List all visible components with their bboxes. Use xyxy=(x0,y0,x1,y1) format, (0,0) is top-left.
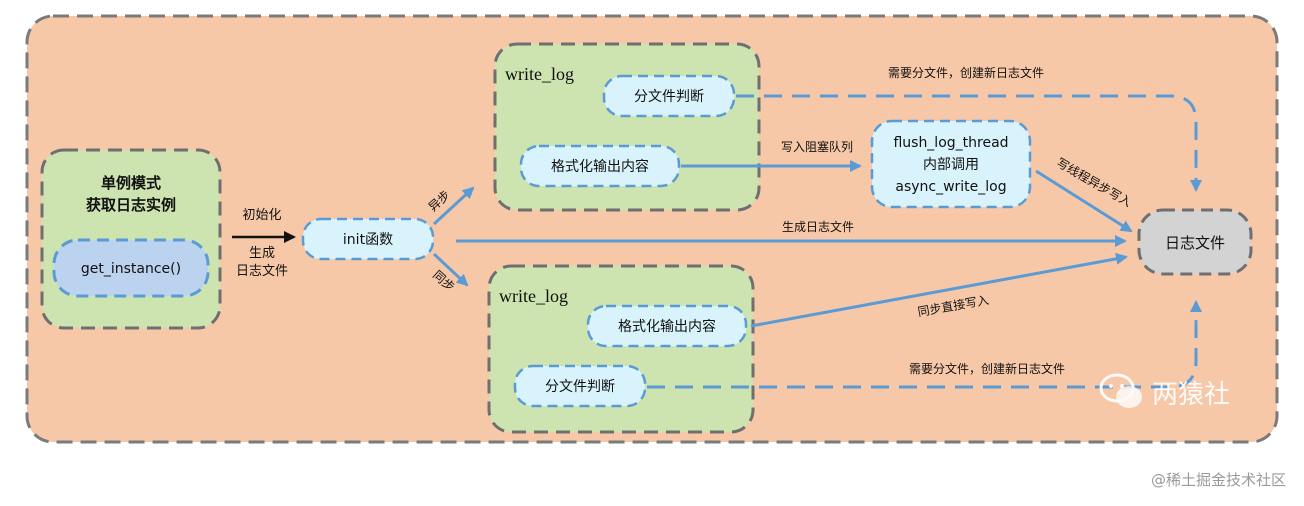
format-output-bottom-label: 格式化输出内容 xyxy=(618,318,716,335)
format-output-top-label: 格式化输出内容 xyxy=(551,158,649,175)
queue-label: 写入阻塞队列 xyxy=(781,139,853,154)
split-path-top xyxy=(736,94,1202,192)
write-log-bottom-title: write_log xyxy=(499,286,568,306)
brand-name: 两猿社 xyxy=(1152,379,1231,410)
thread-write-arrow xyxy=(1035,169,1133,233)
flush-thread-box xyxy=(870,119,1032,209)
get-instance-pill xyxy=(52,238,210,298)
split-check-top-pill xyxy=(602,74,736,118)
singleton-title-2: 获取日志实例 xyxy=(86,196,176,214)
brand-logo: 两猿社 xyxy=(1098,372,1230,412)
log-file-node xyxy=(1137,208,1253,276)
sync-write-arrow xyxy=(750,252,1128,328)
format-output-top-pill xyxy=(519,144,681,188)
split-label-top: 需要分文件，创建新日志文件 xyxy=(888,65,1044,80)
async-arrow xyxy=(432,186,475,226)
flush-line-3: async_write_log xyxy=(895,179,1006,195)
split-label-bottom: 需要分文件，创建新日志文件 xyxy=(909,361,1065,376)
split-check-bottom-pill xyxy=(513,364,647,408)
flush-line-2: 内部调用 xyxy=(923,157,979,173)
split-check-bottom-label: 分文件判断 xyxy=(545,379,615,395)
generate-label-1: 生成 xyxy=(249,246,275,261)
generate-label-2: 日志文件 xyxy=(236,264,288,279)
singleton-title-1: 单例模式 xyxy=(101,174,161,192)
log-file-label: 日志文件 xyxy=(1165,234,1225,252)
flush-line-1: flush_log_thread xyxy=(893,135,1008,151)
format-output-bottom-pill xyxy=(586,304,748,348)
wechat-icon xyxy=(1099,373,1142,408)
split-check-top-label: 分文件判断 xyxy=(634,89,704,105)
watermark: @稀土掘金技术社区 xyxy=(1150,471,1286,489)
write-log-top-title: write_log xyxy=(505,64,574,84)
init-function-pill xyxy=(301,217,435,261)
split-path-bottom xyxy=(647,300,1202,389)
init-function-label: init函数 xyxy=(343,232,393,248)
init-label: 初始化 xyxy=(242,208,281,223)
generate-log-label: 生成日志文件 xyxy=(782,219,854,234)
get-instance-label: get_instance() xyxy=(81,261,181,277)
sync-arrow xyxy=(432,252,469,287)
